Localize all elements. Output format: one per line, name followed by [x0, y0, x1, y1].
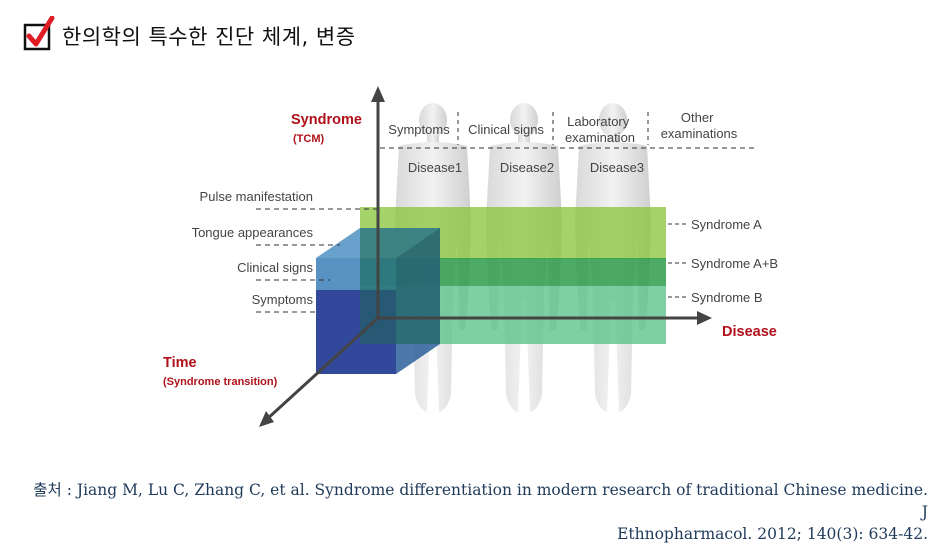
checkmark-icon — [23, 16, 55, 51]
y-axis-subtitle: (TCM) — [293, 133, 324, 145]
left-label-pulse: Pulse manifestation — [200, 189, 313, 204]
z-axis-title: Time — [163, 355, 197, 371]
x-axis-arrowhead — [697, 311, 712, 325]
column-separators — [457, 112, 649, 145]
left-label-clinical-signs: Clinical signs — [237, 260, 313, 275]
right-guide-lines — [668, 223, 688, 298]
y-axis-title: Syndrome — [291, 112, 362, 128]
column-label-laboratory: Laboratory examination — [565, 114, 635, 145]
source-line-1: 출처 : Jiang M, Lu C, Zhang C, et al. Synd… — [33, 481, 928, 521]
z-axis-arrowhead — [259, 411, 274, 427]
column-label-clinical-signs: Clinical signs — [468, 122, 544, 137]
axes — [264, 96, 702, 422]
left-guide-lines — [256, 208, 378, 313]
slide-header: 한의학의 특수한 진단 체계, 변증 — [23, 16, 356, 56]
source-citation: 출처 : Jiang M, Lu C, Zhang C, et al. Synd… — [28, 479, 928, 545]
x-axis-title: Disease — [722, 324, 777, 340]
y-axis-arrowhead — [371, 86, 385, 102]
syndrome-disease-diagram: Syndrome (TCM) Disease Time (Syndrome tr… — [163, 86, 778, 427]
page-title: 한의학의 특수한 진단 체계, 변증 — [62, 25, 356, 49]
disease-1-label: Disease1 — [408, 160, 462, 175]
syndrome-a-label: Syndrome A — [691, 217, 762, 232]
left-label-tongue: Tongue appearances — [192, 225, 314, 240]
column-label-symptoms: Symptoms — [388, 122, 450, 137]
syndrome-ab-label: Syndrome A+B — [691, 256, 778, 271]
disease-2-label: Disease2 — [500, 160, 554, 175]
column-label-other: Other examinations — [661, 110, 738, 141]
left-label-symptoms: Symptoms — [252, 292, 314, 307]
disease-3-label: Disease3 — [590, 160, 644, 175]
source-line-2: Ethnopharmacol. 2012; 140(3): 634-42. — [617, 525, 928, 543]
syndrome-b-label: Syndrome B — [691, 290, 763, 305]
prism-overlap — [360, 228, 440, 344]
z-axis-subtitle: (Syndrome transition) — [163, 376, 278, 388]
